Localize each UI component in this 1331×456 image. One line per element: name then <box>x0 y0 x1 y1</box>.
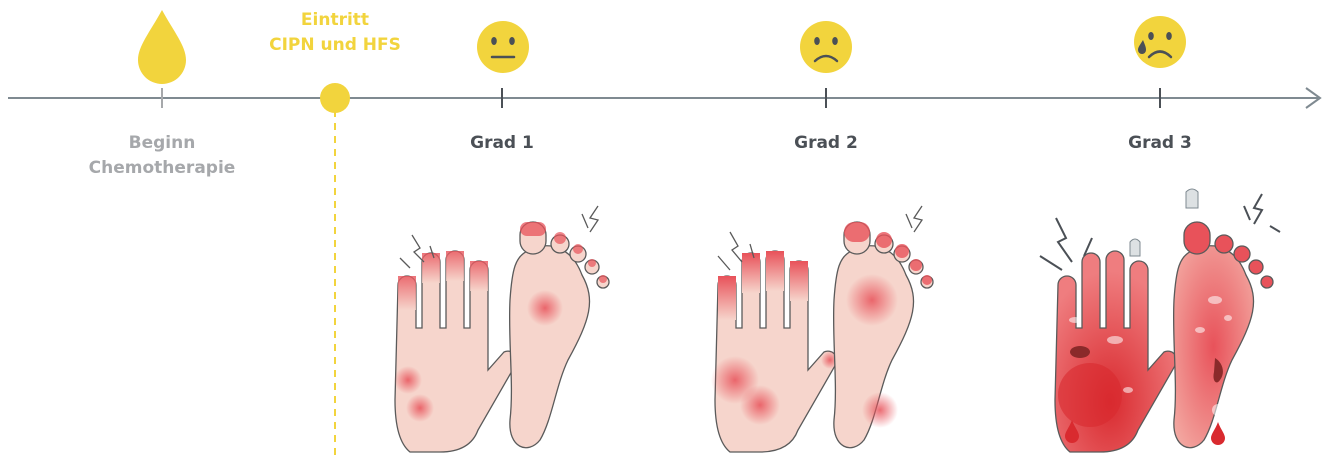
sad-face-icon <box>800 21 852 73</box>
onset-label-line1: Eintritt <box>300 10 370 30</box>
hand-grade-3-illustration <box>1039 217 1178 453</box>
foot-grade-3-illustration <box>1172 188 1281 449</box>
neutral-face-icon <box>477 21 529 73</box>
foot-grade-1-illustration <box>508 205 610 449</box>
start-label: Beginn Chemotherapie <box>60 131 264 181</box>
hand-grade-1-illustration <box>394 234 518 453</box>
onset-label: Eintritt CIPN und HFS <box>215 8 455 58</box>
onset-label-line2: CIPN und HFS <box>269 35 401 55</box>
foot-grade-2-illustration <box>832 205 934 449</box>
grade-3-label: Grad 3 <box>1128 133 1192 153</box>
grade-1-label: Grad 1 <box>470 133 534 153</box>
crying-face-icon <box>1134 16 1186 68</box>
grade-2-label: Grad 2 <box>794 133 858 153</box>
hand-grade-2-illustration <box>711 231 839 453</box>
start-label-line1: Beginn <box>128 133 196 153</box>
chemo-drop-icon <box>138 10 186 84</box>
timeline-arrowhead <box>1305 87 1322 109</box>
onset-marker <box>320 83 350 113</box>
start-label-line2: Chemotherapie <box>88 158 236 178</box>
